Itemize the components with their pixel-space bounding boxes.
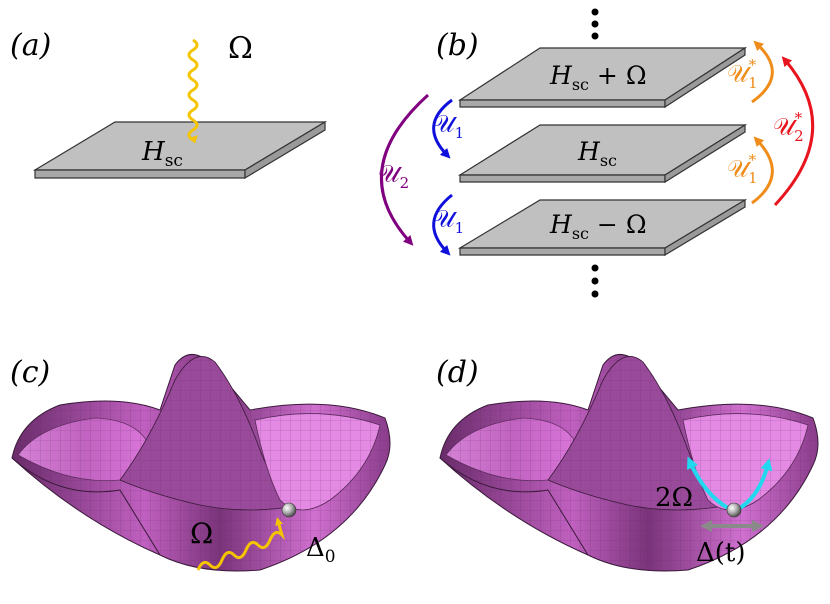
label-u2: 𝒰2 bbox=[378, 160, 409, 192]
mexican-hat-surface-d bbox=[439, 354, 819, 572]
label-u1-upper: 𝒰1 bbox=[433, 110, 464, 142]
mexican-hat-surface-c bbox=[11, 354, 391, 572]
delta0-label: Δ0 bbox=[306, 533, 336, 567]
label-u1star-upper: 𝒰*1 bbox=[727, 56, 758, 92]
label-u1-lower: 𝒰1 bbox=[433, 205, 464, 237]
delta-t-label: Δ(t) bbox=[696, 538, 746, 568]
photon-wave-a bbox=[187, 38, 199, 144]
two-omega-label: 2Ω bbox=[655, 483, 693, 513]
ball-d bbox=[726, 502, 742, 518]
photon-wave-c bbox=[196, 517, 286, 571]
cyan-arrow-left bbox=[687, 456, 730, 510]
plate-hsc-plus-omega: Hsc + Ω bbox=[457, 46, 748, 109]
svg-text:Hsc − Ω: Hsc − Ω bbox=[549, 210, 647, 243]
label-u1star-lower: 𝒰*1 bbox=[727, 151, 758, 187]
svg-text:Hsc: Hsc bbox=[141, 137, 183, 171]
plate-a-sub: sc bbox=[165, 151, 183, 171]
svg-text:Hsc: Hsc bbox=[577, 137, 617, 170]
plate-a-main: H bbox=[141, 137, 166, 167]
panel-d: (d) 2Ω Δ(t) bbox=[436, 354, 819, 572]
ellipsis-bottom bbox=[591, 264, 599, 298]
arrow-u2star bbox=[773, 56, 815, 207]
arrow-u2 bbox=[379, 93, 430, 246]
panel-c: (c) Ω Δ0 bbox=[10, 354, 391, 572]
label-u2star: 𝒰*2 bbox=[773, 109, 804, 145]
ellipsis-top bbox=[591, 8, 599, 40]
omega-label-a: Ω bbox=[228, 31, 253, 66]
panel-c-label: (c) bbox=[10, 355, 50, 390]
omega-label-c: Ω bbox=[190, 517, 213, 550]
panel-d-label: (d) bbox=[436, 355, 479, 390]
ball-c bbox=[281, 502, 297, 518]
arrow-u1-lower bbox=[432, 193, 453, 256]
panel-a-label: (a) bbox=[10, 28, 51, 63]
arrow-u1star-upper bbox=[751, 40, 774, 104]
plate-hsc-minus-omega: Hsc − Ω bbox=[457, 198, 748, 257]
plate-hsc-a: Hsc bbox=[32, 120, 328, 180]
arrow-u1-upper bbox=[432, 98, 453, 159]
cyan-arrow-right bbox=[738, 458, 773, 510]
panel-b: (b) Hsc + Ω Hsc bbox=[378, 8, 815, 298]
arrow-u1star-lower bbox=[751, 136, 774, 205]
panel-b-label: (b) bbox=[436, 28, 479, 63]
plate-hsc: Hsc bbox=[457, 123, 748, 184]
svg-text:Hsc + Ω: Hsc + Ω bbox=[549, 61, 647, 94]
panel-a: (a) Hsc Ω bbox=[10, 28, 328, 180]
